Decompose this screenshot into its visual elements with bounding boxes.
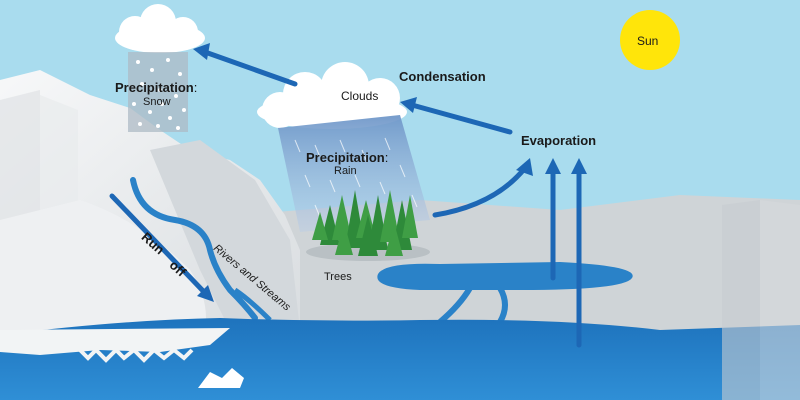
precipitation-snow-label: Precipitation: — [115, 80, 197, 96]
glacier — [0, 200, 206, 335]
arrowheads — [193, 43, 587, 302]
lake-stream — [497, 286, 508, 324]
lake — [377, 262, 633, 290]
precipitation-snow-title: Precipitation — [115, 80, 194, 95]
raindrops — [294, 137, 418, 218]
iceberg-icon — [198, 368, 244, 388]
sun-icon — [620, 10, 680, 70]
snowfall — [128, 52, 188, 132]
precipitation-snow-type: Snow — [143, 96, 171, 108]
lake-stream — [438, 286, 473, 325]
precipitation-rain-colon: : — [384, 150, 389, 165]
precipitation-rain-title: Precipitation — [306, 150, 385, 165]
arrow-icon — [109, 49, 582, 348]
ice-shelf — [0, 328, 230, 355]
ice-teeth — [78, 347, 194, 363]
evaporation-label: Evaporation — [521, 133, 597, 148]
river — [233, 287, 272, 322]
precipitation-rain-type: Rain — [334, 165, 357, 177]
precipitation-snow-colon: : — [193, 80, 198, 95]
snowflakes — [132, 58, 186, 130]
sun-label: Sun — [637, 34, 659, 48]
clouds-label: Clouds — [341, 89, 379, 103]
river — [130, 177, 258, 321]
precipitation-rain-label: Precipitation: — [306, 150, 388, 166]
right-band — [760, 200, 800, 400]
condensation-label: Condensation — [399, 69, 486, 84]
right-band — [722, 200, 760, 400]
mountain-shade — [150, 140, 300, 330]
trees-label: Trees — [324, 271, 352, 283]
tree-icon — [312, 190, 418, 256]
cloud-icon — [115, 4, 205, 53]
